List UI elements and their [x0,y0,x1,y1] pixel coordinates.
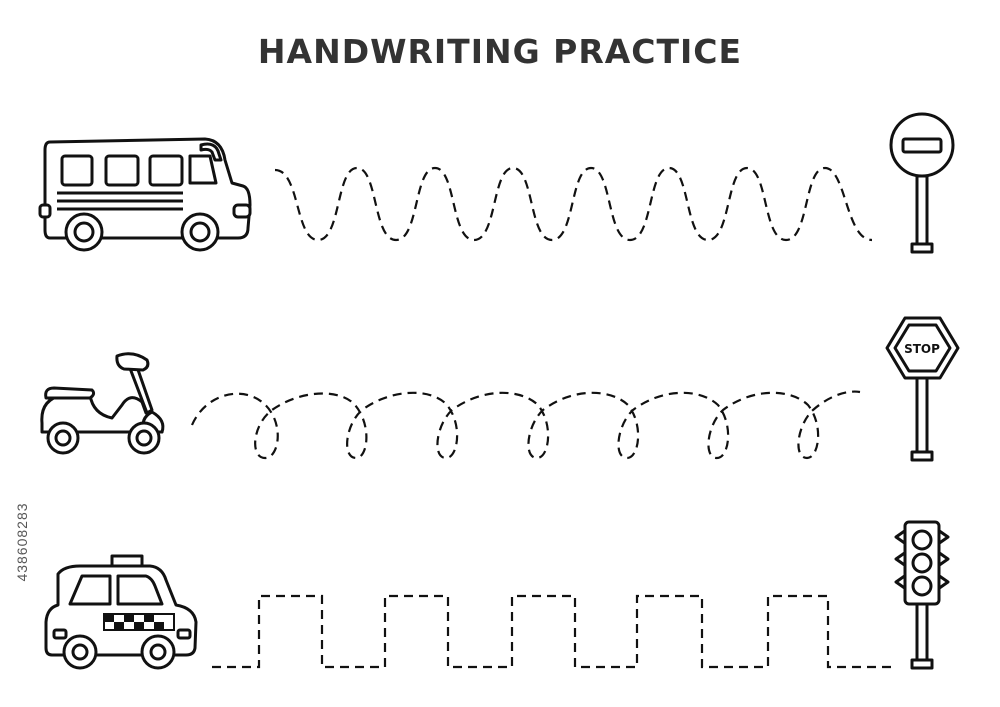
loop-trace-line[interactable] [190,390,861,460]
worksheet-title: HANDWRITING PRACTICE [257,32,743,71]
traffic-light-icon [894,520,950,670]
taxi-icon [44,554,198,670]
square-trace-line[interactable] [212,594,892,669]
stop-sign-label: STOP [904,342,940,356]
bus-icon [38,137,252,252]
wave-trace-line[interactable] [274,166,873,242]
no-entry-sign-icon [889,112,955,254]
stop-sign-icon: STOP [885,316,960,462]
scooter-icon [40,352,165,455]
